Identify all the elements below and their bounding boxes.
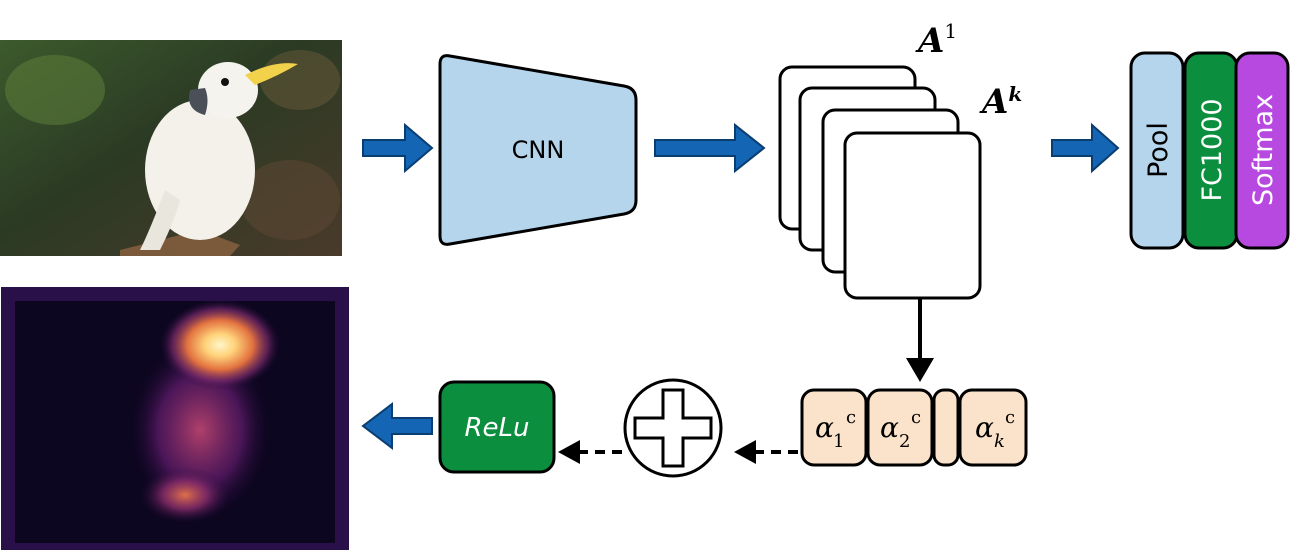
weight-k xyxy=(958,388,1028,467)
relu-block: ReLu xyxy=(438,380,556,474)
weight-2-label: α2c xyxy=(880,407,921,452)
plus-circle-icon xyxy=(623,378,723,478)
weights-row: α1c α2c αkc xyxy=(800,388,1028,467)
arrow-weights-to-sum xyxy=(734,440,798,464)
weight-2 xyxy=(866,388,934,467)
pool-block: Pool xyxy=(1129,51,1185,250)
weight-k-label: αkc xyxy=(975,407,1015,452)
feature-map-k-label: Ak xyxy=(979,82,1022,122)
feature-maps xyxy=(778,65,982,300)
relu-label: ReLu xyxy=(464,413,529,443)
weight-ellipsis xyxy=(932,388,960,467)
arrow-sum-to-relu xyxy=(558,440,622,464)
fc-label: FC1000 xyxy=(1197,98,1228,201)
softmax-block: Softmax xyxy=(1234,51,1290,250)
cnn-block: CNN xyxy=(438,54,638,246)
weight-1-label: α1c xyxy=(815,407,856,452)
feature-map-1-label: A1 xyxy=(915,19,957,61)
pool-label: Pool xyxy=(1143,122,1174,178)
input-image xyxy=(0,40,342,256)
fc-block: FC1000 xyxy=(1183,51,1239,250)
arrow-image-to-cnn xyxy=(362,122,434,174)
softmax-label: Softmax xyxy=(1248,94,1279,206)
arrow-cnn-to-maps xyxy=(654,122,766,174)
weight-1 xyxy=(800,388,868,467)
arrow-relu-to-heatmap xyxy=(361,401,433,451)
arrow-maps-to-classifier xyxy=(1051,122,1120,174)
feature-map-k xyxy=(843,131,982,300)
arrow-maps-to-weights xyxy=(906,298,934,382)
cnn-label: CNN xyxy=(512,136,565,164)
heatmap-image xyxy=(1,287,349,550)
